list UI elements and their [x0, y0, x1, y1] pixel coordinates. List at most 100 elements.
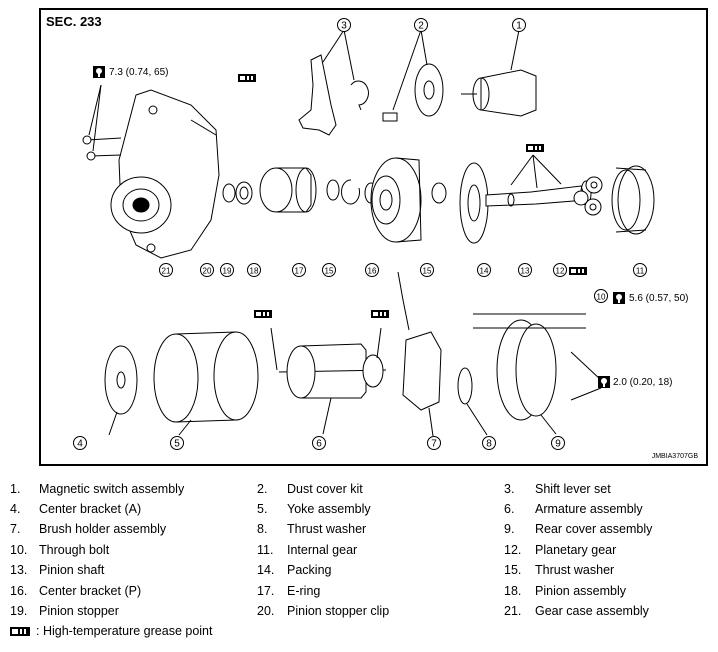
- svg-text:15: 15: [325, 267, 334, 276]
- yoke-part: [153, 331, 259, 436]
- planetary-gears-part: [573, 176, 603, 216]
- svg-text:21: 21: [162, 267, 171, 276]
- callout-13: 13: [518, 263, 532, 277]
- callout-19: 19: [220, 263, 234, 277]
- legend-num: 6.: [504, 502, 515, 516]
- svg-text:13: 13: [521, 267, 530, 276]
- legend-num: 19.: [10, 604, 28, 618]
- svg-text:1: 1: [516, 21, 522, 32]
- svg-text:3: 3: [341, 21, 347, 32]
- pinion-stopper-parts: [222, 181, 253, 205]
- svg-text:10: 10: [597, 293, 606, 302]
- callout-16: 16: [365, 263, 379, 277]
- legend-name: Through bolt: [39, 543, 110, 557]
- section-title: SEC. 233: [46, 14, 102, 29]
- svg-text:17: 17: [295, 267, 304, 276]
- dust-cover-part: [382, 29, 444, 122]
- center-bracket-p-part: [370, 157, 422, 243]
- legend-name: Shift lever set: [535, 482, 611, 496]
- magnetic-switch-part: [461, 29, 537, 117]
- callout-5: 5: [170, 436, 184, 450]
- legend-num: 17.: [257, 584, 275, 598]
- legend-name: Pinion stopper: [39, 604, 119, 618]
- callout-10: 10: [594, 289, 608, 303]
- callout-3: 3: [337, 18, 351, 32]
- callout-8: 8: [482, 436, 496, 450]
- svg-text:12: 12: [556, 267, 565, 276]
- legend-row: 4. Center bracket (A) 5. Yoke assembly 6…: [0, 502, 718, 522]
- torque-wrench-icon: [613, 292, 625, 304]
- legend-num: 9.: [504, 522, 515, 536]
- legend-num: 11.: [257, 543, 274, 557]
- legend-row: 1. Magnetic switch assembly 2. Dust cove…: [0, 482, 718, 502]
- callout-21: 21: [159, 263, 173, 277]
- legend-num: 1.: [10, 482, 21, 496]
- rear-cover-part: [473, 313, 602, 435]
- legend-num: 7.: [10, 522, 21, 536]
- grease-point-icon: [10, 627, 30, 636]
- exploded-diagram: 1 2 3 4 5 6 7 8 9 10 11 12 13 14 15 15 1…: [39, 8, 708, 466]
- legend-name: Planetary gear: [535, 543, 617, 557]
- pinion-shaft-part: [485, 154, 592, 207]
- torque-spec: 7.3 (0.74, 65): [109, 67, 169, 78]
- legend-num: 13.: [10, 563, 28, 577]
- callout-15: 15: [420, 263, 434, 277]
- legend-name: Magnetic switch assembly: [39, 482, 185, 496]
- svg-text:16: 16: [368, 267, 377, 276]
- legend-row: 19. Pinion stopper 20. Pinion stopper cl…: [0, 604, 718, 624]
- svg-text:8: 8: [486, 439, 492, 450]
- packing-parts: [431, 162, 489, 244]
- svg-text:15: 15: [423, 267, 432, 276]
- torque-spec: 5.6 (0.57, 50): [629, 293, 689, 304]
- svg-text:20: 20: [203, 267, 212, 276]
- callout-7: 7: [427, 436, 441, 450]
- grease-point-icon: [238, 74, 256, 82]
- legend-num: 20.: [257, 604, 275, 618]
- svg-text:19: 19: [223, 267, 232, 276]
- legend-num: 10.: [10, 543, 28, 557]
- svg-text:4: 4: [77, 439, 83, 450]
- grease-point-icon: [569, 267, 587, 275]
- internal-gear-part: [611, 165, 655, 235]
- torque-wrench-icon: [598, 376, 610, 388]
- legend-num: 16.: [10, 584, 28, 598]
- legend-name: Pinion assembly: [535, 584, 627, 598]
- svg-text:7: 7: [431, 439, 437, 450]
- legend-row: 16. Center bracket (P) 17. E-ring 18. Pi…: [0, 584, 718, 604]
- center-bracket-a-part: [104, 345, 138, 436]
- legend-num: 4.: [10, 502, 21, 516]
- legend-name: Pinion stopper clip: [287, 604, 390, 618]
- legend-row: 7. Brush holder assembly 8. Thrust washe…: [0, 522, 718, 542]
- callout-15: 15: [322, 263, 336, 277]
- svg-text:14: 14: [480, 267, 489, 276]
- svg-text:2: 2: [418, 21, 424, 32]
- legend-row: 13. Pinion shaft 14. Packing 15. Thrust …: [0, 563, 718, 583]
- legend-name: Brush holder assembly: [39, 522, 167, 536]
- legend-name: Gear case assembly: [535, 604, 649, 618]
- pinion-assembly-part: [259, 167, 317, 213]
- legend-num: 14.: [257, 563, 275, 577]
- callout-2: 2: [414, 18, 428, 32]
- legend-num: 5.: [257, 502, 268, 516]
- callout-12: 12: [553, 263, 567, 277]
- legend-num: 2.: [257, 482, 268, 496]
- svg-text:5: 5: [174, 439, 180, 450]
- grease-point-icon: [526, 144, 544, 152]
- legend-name: Center bracket (A): [39, 502, 142, 516]
- grease-legend-text: : High-temperature grease point: [36, 624, 213, 638]
- legend-name: Rear cover assembly: [535, 522, 653, 536]
- grease-point-icon: [254, 310, 272, 318]
- legend-name: Thrust washer: [287, 522, 367, 536]
- callout-9: 9: [551, 436, 565, 450]
- legend-name: Dust cover kit: [287, 482, 363, 496]
- grease-point-icon: [371, 310, 389, 318]
- ering-washer-parts: [326, 179, 378, 205]
- callout-14: 14: [477, 263, 491, 277]
- legend-name: Yoke assembly: [287, 502, 371, 516]
- gear-case-part: [82, 84, 220, 259]
- legend-num: 21.: [504, 604, 522, 618]
- figure-code: JMBIA3707GB: [651, 453, 698, 460]
- svg-text:9: 9: [555, 439, 561, 450]
- callout-17: 17: [292, 263, 306, 277]
- legend-num: 3.: [504, 482, 515, 496]
